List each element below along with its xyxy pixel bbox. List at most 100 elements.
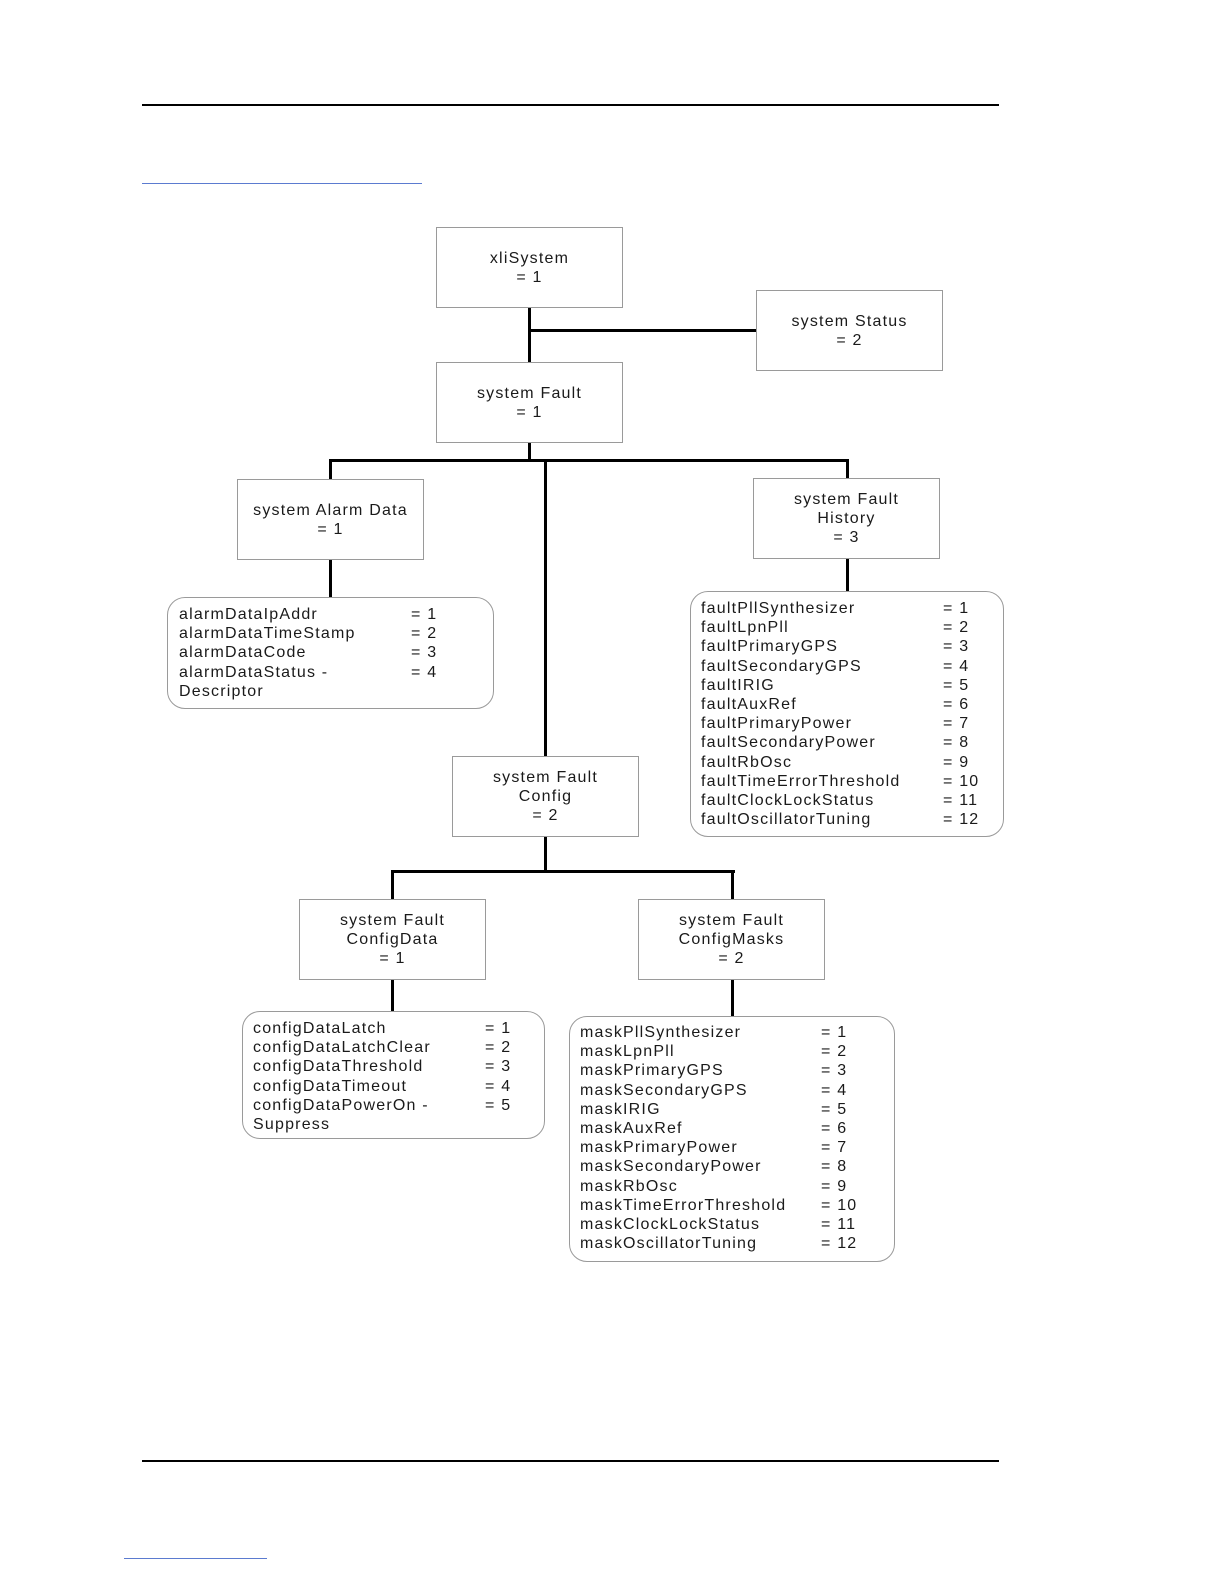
list-item-name: faultAuxRef [701,696,797,713]
list-item-value: = 2 [943,619,970,637]
list-item-value: = 6 [821,1120,848,1137]
node-value: = 2 [718,950,745,967]
list-item-name: faultOscillatorTuning [701,811,872,829]
list-item-name: alarmDataStatus - [179,663,329,681]
list-item-name: maskIRIG [580,1100,661,1118]
list-item-name: alarmDataCode [179,644,307,662]
node-name: system Fault [793,491,900,508]
list-item-name: maskOscillatorTuning [580,1235,758,1253]
list-item-value: = 5 [821,1100,848,1118]
node-name-line2: ConfigMasks [678,931,785,948]
node-name: system Fault [339,912,446,929]
header-link-underline[interactable] [142,183,422,184]
list-item-name: configDataTimeout [253,1077,408,1095]
list-item-value: = 1 [485,1020,512,1037]
node-value: = 2 [532,807,559,824]
node-system-fault-history: system Fault History = 3 [753,478,940,559]
list-item-name: maskSecondaryPower [580,1158,762,1176]
list-item-name: Descriptor [179,682,264,700]
node-name: system Fault [492,769,599,786]
connector [528,443,531,461]
list-item-name: alarmDataTimeStamp [179,625,356,643]
connector [329,459,332,479]
list-item-value: = 8 [821,1158,848,1176]
list-item-name: configDataThreshold [253,1058,424,1076]
list-item-value: = 2 [485,1039,512,1057]
node-name-line2: ConfigData [346,931,439,948]
list-item-name: maskRbOsc [580,1177,678,1195]
list-item-value: = 3 [485,1058,512,1076]
list-item-value: = 11 [821,1216,857,1233]
list-item-name: faultSecondaryGPS [701,657,862,675]
list-item-name: maskAuxRef [580,1120,683,1137]
list-item-value: = 2 [821,1043,848,1061]
list-item-name: maskSecondaryGPS [580,1081,748,1099]
node-system-fault-config-masks: system Fault ConfigMasks = 2 [638,899,825,980]
list-item-value: = 3 [943,638,970,656]
list-item-value: = 6 [943,696,970,713]
list-item-value: = 4 [485,1077,512,1095]
connector [329,560,332,598]
node-value: = 1 [379,950,406,967]
footer-link-underline[interactable] [124,1558,267,1559]
node-system-fault-config-data: system Fault ConfigData = 1 [299,899,486,980]
list-item-name: faultLpnPll [701,619,789,637]
list-item-name: maskClockLockStatus [580,1216,761,1233]
list-item-value: = 7 [821,1139,848,1157]
list-item-name: Suppress [253,1116,331,1133]
node-name: system Fault [476,384,583,402]
list-item-value: = 2 [411,625,438,643]
list-item-name: maskPllSynthesizer [580,1024,742,1041]
list-item-value: = 5 [485,1096,512,1114]
list-item-name: faultSecondaryPower [701,734,876,752]
list-item-name: configDataPowerOn - [253,1096,429,1114]
node-system-fault: system Fault = 1 [436,362,623,443]
node-value: = 1 [516,403,543,421]
list-item-value: = 9 [943,753,970,771]
node-xlisystem: xliSystem = 1 [436,227,623,308]
list-item-value: = 3 [821,1062,848,1080]
node-value: = 3 [833,529,860,546]
connector [544,837,547,872]
connector [846,559,849,592]
list-item-name: configDataLatch [253,1020,387,1037]
connector [391,870,735,873]
node-value: = 2 [836,331,863,349]
list-item-value: = 5 [943,676,970,694]
list-item-value: = 8 [943,734,970,752]
list-item-value: = 10 [943,772,980,790]
node-name-line2: History [817,510,876,527]
node-name: system Alarm Data [253,501,408,519]
node-system-status: system Status = 2 [756,290,943,371]
list-item-value: = 4 [411,663,438,681]
node-value: = 1 [516,268,543,286]
list-item-name: faultRbOsc [701,753,793,771]
list-item-value: = 12 [943,811,980,829]
list-item-name: faultPrimaryGPS [701,638,839,656]
list-item-value: = 1 [943,600,970,617]
list-item-value: = 4 [943,657,970,675]
connector [731,870,734,899]
node-system-alarm-data: system Alarm Data = 1 [237,479,424,560]
node-name: system Fault [678,912,785,929]
node-system-fault-config: system Fault Config = 2 [452,756,639,837]
node-name-line2: Config [518,788,573,805]
list-item-name: faultIRIG [701,676,775,694]
header-rule [142,104,999,106]
list-item-value: = 1 [411,606,438,623]
connector [329,459,849,462]
list-item-value: = 3 [411,644,438,662]
connector [544,459,547,756]
connector [731,980,734,1017]
list-item-value: = 4 [821,1081,848,1099]
footer-rule [142,1460,999,1462]
connector [391,870,394,899]
list-item-name: faultTimeErrorThreshold [701,772,901,790]
list-item-name: maskPrimaryGPS [580,1062,724,1080]
list-item-value: = 12 [821,1235,858,1253]
node-name: xliSystem [489,249,570,267]
list-item-name: faultPllSynthesizer [701,600,856,617]
